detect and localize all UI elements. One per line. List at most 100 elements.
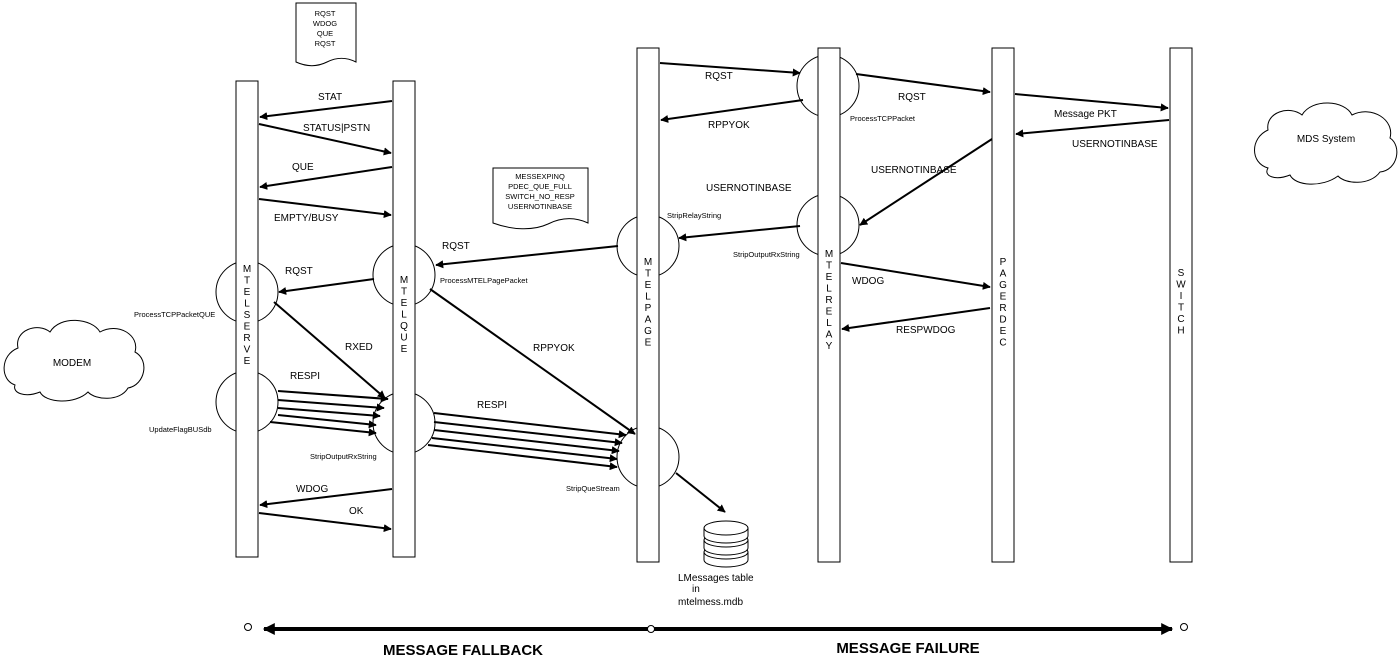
top-note: RQST WDOG QUE RQST [295,2,357,67]
error-note-line: USERNOTINBASE [508,202,572,211]
arrow-respi-2 [277,399,385,412]
arrow-respi-q-3 [433,429,620,455]
arrow-respi-4 [277,414,377,429]
message-label-wdog-serve: WDOG [296,484,328,495]
message-label-rqst-que-serve: RQST [285,266,313,277]
process-label-strip-output-rx-relay: StripOutputRxString [733,250,800,259]
top-note-line: RQST [315,39,336,48]
arrow-rxed [273,301,386,399]
message-label-ok: OK [349,506,364,517]
message-label-empty-busy: EMPTY/BUSY [274,213,339,224]
message-label-respi-que: RESPI [477,400,507,411]
arrow-usernotinbase-switch [1015,119,1170,138]
process-label-strip-que-stream: StripQueStream [566,484,620,493]
mds-system-label: MDS System [1297,134,1355,145]
lifeline-mtelque [392,80,416,558]
process-label-strip-output-rx-que: StripOutputRxString [310,452,377,461]
process-labels: ProcessTCPPacketQUE UpdateFlagBUSdb Proc… [134,114,916,493]
arrow-message-pkt [1014,93,1169,112]
lifeline-switch [1169,47,1193,563]
arrow-respi-3 [277,407,381,420]
arrow-rqst-que-serve [278,278,375,295]
mds-system-cloud: MDS System [1254,102,1398,185]
lifeline-mtelrelay [817,47,841,563]
process-label-update-flag-busdb: UpdateFlagBUSdb [149,425,212,434]
database-caption: LMessages table in mtelmess.mdb [678,573,754,608]
arrow-respi-5 [269,421,377,437]
lifeline-mtelpage [636,47,660,563]
arrow-wdog-relay [840,262,991,290]
arrow-respi-q-4 [431,437,618,463]
footer-timeline: MESSAGE FALLBACK MESSAGE FAILURE [244,623,1188,659]
arrow-empty-busy [258,198,392,219]
arrow-respi-q-2 [433,421,623,447]
error-note-line: SWITCH_NO_RESP [505,192,575,201]
arrow-respi-q-5 [427,444,618,471]
message-label-wdog-relay: WDOG [852,276,884,287]
modem-cloud: MODEM [3,319,145,402]
message-label-rxed: RXED [345,342,373,353]
arrow-respwdog [841,307,991,332]
arrow-rppyok-que-page [429,288,636,435]
process-label-strip-relay-string: StripRelayString [667,211,721,220]
lifeline-pagerdec [991,47,1015,563]
database-caption-line2: in [692,584,700,595]
top-note-line: QUE [317,29,333,38]
process-label-mtel-page-packet: ProcessMTELPagePacket [440,276,528,285]
arrow-respi-1 [277,390,389,403]
arrow-usernotinbase-pager-relay [859,138,993,226]
error-note-line: PDEC_QUE_FULL [508,182,572,191]
arrow-rqst-page-que [435,245,619,269]
top-note-line: RQST [315,9,336,18]
modem-label: MODEM [53,358,91,369]
footer-fallback-label: MESSAGE FALLBACK [383,642,543,659]
arrow-respi-q-1 [433,412,627,439]
database-caption-line1: LMessages table [678,573,754,584]
arrow-rppyok-relay-page [660,99,804,123]
message-label-usernotinbase-pager: USERNOTINBASE [871,165,957,176]
timeline-end-dot [1180,623,1188,631]
arrow-stat [259,100,393,121]
message-label-status-pstn: STATUS|PSTN [303,123,370,134]
process-label-tcp-packet-que: ProcessTCPPacketQUE [134,310,215,319]
message-label-rppyok-relay-page: RPPYOK [708,120,750,131]
top-note-line: WDOG [313,19,337,28]
message-label-que: QUE [292,162,314,173]
message-label-usernotinbase-relay: USERNOTINBASE [706,183,792,194]
footer-failure-label: MESSAGE FAILURE [836,640,979,657]
message-label-rppyok-que-page: RPPYOK [533,343,575,354]
error-note-line: MESSEXPINQ [515,172,565,181]
lifeline-mtelserve [235,80,259,558]
arrow-status-pstn [258,123,392,156]
message-label-rqst-relay-pager: RQST [898,92,926,103]
message-label-usernotinbase-switch: USERNOTINBASE [1072,139,1158,150]
message-label-respi-serve: RESPI [290,371,320,382]
database-caption-line3: mtelmess.mdb [678,597,743,608]
message-label-stat: STAT [318,92,342,103]
message-label-rqst-page-que: RQST [442,241,470,252]
message-label-message-pkt: Message PKT [1054,109,1117,120]
arrow-ok [258,512,392,533]
arrow-usernotinbase-relay-page [678,225,801,242]
error-note: MESSEXPINQ PDEC_QUE_FULL SWITCH_NO_RESP … [492,167,589,230]
arrow-rqst-relay-pager [855,73,991,96]
message-label-respwdog: RESPWDOG [896,325,956,336]
arrow-que [259,166,393,190]
arrow-to-database [675,472,726,513]
message-labels: STAT STATUS|PSTN QUE EMPTY/BUSY RQST RQS… [274,71,1158,517]
message-label-rqst-page-relay: RQST [705,71,733,82]
timeline-start-dot [244,623,252,631]
message-arrows [258,62,1170,533]
process-label-process-tcp-packet: ProcessTCPPacket [850,114,916,123]
arrow-rqst-page-relay [659,62,801,77]
timeline-mid-dot [647,625,655,633]
database-icon [703,520,749,568]
arrow-wdog-serve [259,488,393,509]
